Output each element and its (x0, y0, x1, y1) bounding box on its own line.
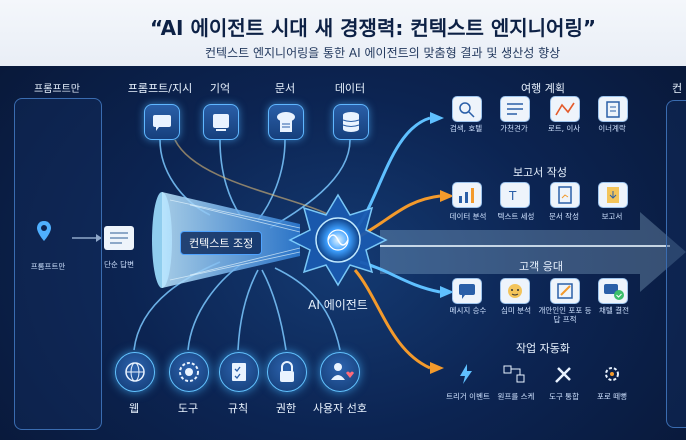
context-coordination-label: 컨텍스트 조정 (180, 231, 263, 255)
prompt-only-panel (14, 98, 102, 430)
title-band: “AI 에이전트 시대 새 경쟁력: 컨텍스트 엔지니어링” 컨텍스트 엔지니어… (0, 0, 686, 66)
database-icon (333, 104, 369, 140)
input-label-web: 웹 (128, 402, 140, 415)
prompt-only-node-label: 프롬프트만 (30, 262, 66, 271)
output-heading-travel: 여행 계획 (521, 82, 565, 95)
output-heading-automation: 작업 자동화 (515, 342, 571, 355)
location-pin-icon (36, 220, 52, 242)
customer-step-3: 개안인인 포포 등답 프적 (538, 306, 592, 324)
travel-step-1: 검색, 호텔 (449, 124, 483, 133)
bar-chart-icon (452, 182, 482, 208)
automation-step-4: 포로 떼뻥 (597, 392, 627, 401)
rules-checklist-icon (219, 352, 259, 392)
process-gear-icon (598, 362, 626, 386)
page-title: “AI 에이전트 시대 새 경쟁력: 컨텍스트 엔지니어링” (150, 16, 597, 40)
output-heading-report: 보고서 작성 (512, 166, 568, 179)
report-step-2: 텍스트 세성 (497, 212, 535, 221)
automation-step-2: 원프를 스케 (497, 392, 535, 401)
text-edit-icon: T (500, 182, 530, 208)
answer-doc-icon (104, 226, 134, 250)
output-arrowheads (430, 112, 454, 374)
cloud-document-icon (268, 104, 304, 140)
travel-step-3: 로트, 이사 (547, 124, 581, 133)
report-step-1: 데이터 분석 (449, 212, 487, 221)
customer-step-4: 채텔 결전 (599, 306, 629, 315)
input-label-tools: 도구 (177, 402, 199, 415)
chat-icon (144, 104, 180, 140)
globe-icon (115, 352, 155, 392)
right-panel-heading: 컨 (672, 82, 683, 95)
travel-step-2: 가천견가 (500, 124, 528, 133)
ai-agent-label: AI 에이전트 (308, 298, 368, 312)
user-heart-icon (320, 352, 360, 392)
output-heading-customer: 고객 응대 (519, 260, 563, 273)
page-subtitle: 컨텍스트 엔지니어링을 통한 AI 에이전트의 맞춤형 결과 및 생산성 향상 (205, 46, 561, 60)
input-label-prompt: 프롬프트/지시 (127, 82, 193, 95)
chat-check-icon (598, 278, 628, 304)
report-download-icon (598, 182, 628, 208)
memory-icon (203, 104, 239, 140)
message-icon (452, 278, 482, 304)
simple-answer-label: 단순 답변 (104, 260, 134, 269)
customer-step-1: 메시지 승수 (449, 306, 487, 315)
report-step-3: 문서 작성 (549, 212, 579, 221)
sentiment-face-icon (500, 278, 530, 304)
input-label-rules: 규칙 (227, 402, 249, 415)
budget-list-icon (500, 96, 530, 122)
tools-wrench-icon (550, 362, 578, 386)
lightning-icon (452, 362, 480, 386)
doc-chart-icon (550, 182, 580, 208)
right-result-panel (666, 100, 686, 428)
travel-step-4: 이너계락 (598, 124, 626, 133)
automation-step-1: 트리거 이벤트 (446, 392, 490, 401)
input-label-permissions: 권한 (275, 402, 297, 415)
automation-step-3: 도구 통합 (549, 392, 579, 401)
lock-icon (267, 352, 307, 392)
personalized-reply-icon (550, 278, 580, 304)
svg-text:T: T (508, 189, 517, 203)
ai-agent-core (288, 193, 388, 287)
input-label-user-pref: 사용자 선호 (312, 402, 368, 415)
api-icon (169, 352, 209, 392)
itinerary-icon (598, 96, 628, 122)
map-route-icon (550, 96, 580, 122)
search-icon (452, 96, 482, 122)
customer-step-2: 심미 분석 (501, 306, 531, 315)
report-step-4: 보고서 (601, 212, 623, 221)
input-label-documents: 문서 (274, 82, 296, 95)
workflow-icon (500, 362, 528, 386)
prompt-only-heading: 프롬프트만 (34, 84, 80, 95)
input-label-data: 데이터 (334, 82, 366, 95)
input-label-memory: 기억 (209, 82, 231, 95)
output-beam (380, 212, 686, 292)
